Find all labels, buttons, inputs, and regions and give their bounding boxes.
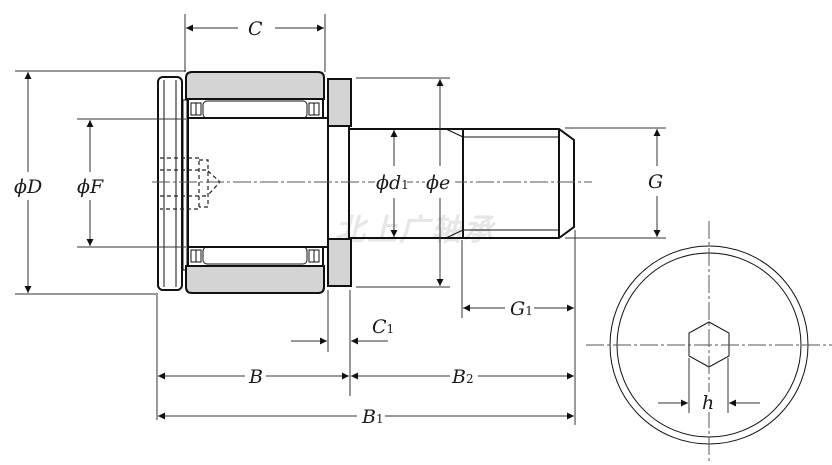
needle-cage-top <box>187 98 324 119</box>
dim-label-B1: B1 <box>361 406 384 428</box>
dim-label-G1: G1 <box>510 298 533 320</box>
dim-label-C1: C1 <box>372 316 394 338</box>
side-section-view <box>152 71 592 294</box>
svg-text:ϕF: ϕF <box>77 176 104 198</box>
end-view-hex-socket: h <box>586 221 832 462</box>
svg-text:C1: C1 <box>372 316 394 338</box>
outer-ring-bottom <box>185 265 325 294</box>
svg-text:G1: G1 <box>510 298 533 320</box>
svg-text:B: B <box>248 366 263 388</box>
dim-label-h: h <box>698 392 718 414</box>
svg-text:h: h <box>702 392 714 414</box>
svg-text:C: C <box>248 18 263 40</box>
needle-roller-top <box>202 100 308 119</box>
svg-text:ϕD: ϕD <box>14 176 42 198</box>
hex-socket-hidden <box>160 157 221 210</box>
side-plate-top <box>327 78 352 127</box>
dim-label-C: C <box>248 18 263 40</box>
svg-text:B2: B2 <box>451 366 474 388</box>
thrust-flange <box>157 76 183 291</box>
dim-label-G: G <box>648 171 663 193</box>
thread-runout-bottom <box>445 229 464 239</box>
dimension-lines: C ϕD ϕF ϕd1 ϕe <box>14 14 666 428</box>
svg-text:ϕd1: ϕd1 <box>376 172 409 194</box>
dim-label-D: ϕD <box>14 176 42 198</box>
flange-shoulder <box>182 99 188 271</box>
svg-text:ϕe: ϕe <box>426 172 450 194</box>
dim-label-B2: B2 <box>451 366 474 388</box>
thread-runout-top <box>445 128 464 138</box>
outer-ring-top <box>185 71 325 100</box>
dim-label-F: ϕF <box>77 176 104 198</box>
dim-label-B: B <box>248 366 263 388</box>
dim-label-d1: ϕd1 <box>375 172 409 194</box>
needle-cage-bottom <box>187 246 324 267</box>
svg-text:G: G <box>648 171 663 193</box>
dim-label-e: ϕe <box>425 172 455 194</box>
needle-roller-bottom <box>202 246 308 265</box>
side-plate-bottom <box>327 238 352 287</box>
svg-text:B1: B1 <box>361 406 384 428</box>
